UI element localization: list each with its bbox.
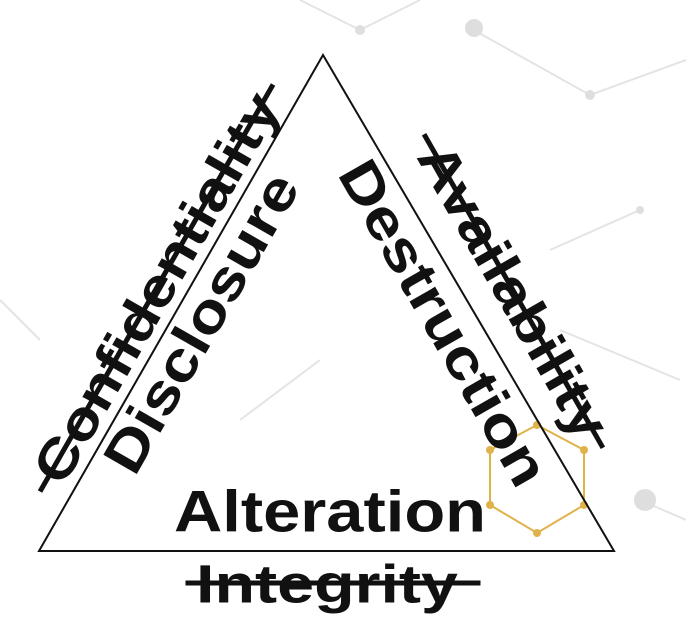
background-network-nodes bbox=[355, 19, 656, 511]
background-network-decoration bbox=[0, 0, 686, 521]
availability-strike-line bbox=[421, 132, 606, 450]
integrity-label-group: Integrity bbox=[185, 554, 481, 614]
alteration-label: Alteration bbox=[174, 479, 486, 544]
triad-triangle bbox=[37, 53, 616, 552]
accent-hexagon-nodes bbox=[486, 421, 588, 537]
confidentiality-strike-line bbox=[37, 83, 276, 493]
